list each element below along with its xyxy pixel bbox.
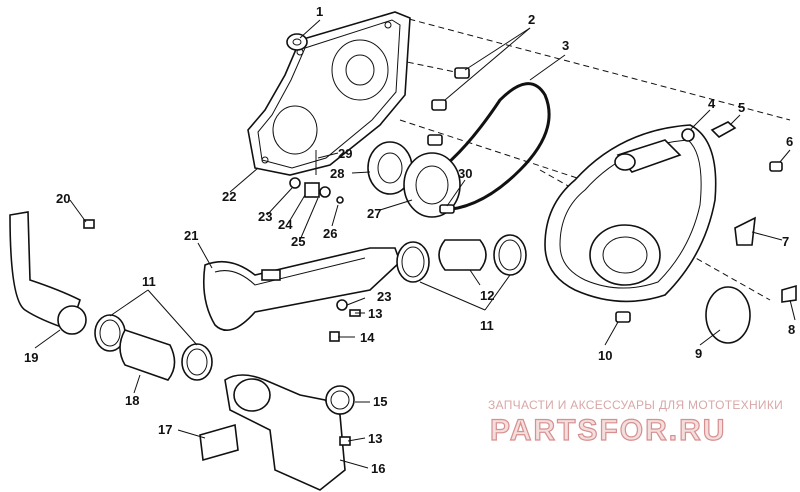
intake-duct-part-21 [202, 247, 401, 332]
label-7: 7 [782, 234, 789, 249]
label-2: 2 [528, 12, 535, 27]
label-17: 17 [158, 422, 172, 437]
label-6: 6 [786, 134, 793, 149]
watermark: ЗАПЧАСТИ И АКСЕССУАРЫ ДЛЯ МОТОТЕХНИКИ PA… [488, 398, 783, 448]
inner-cover-plate [247, 11, 411, 176]
label-25: 25 [291, 234, 305, 249]
left-duct-part-19 [9, 211, 95, 335]
lower-box-duct-part-16 [224, 374, 351, 491]
label-29: 29 [338, 146, 352, 161]
label-11-lower: 11 [142, 274, 156, 289]
label-9: 9 [695, 346, 702, 361]
bolts-part-2 [427, 67, 470, 146]
label-10: 10 [598, 348, 612, 363]
label-13-lower: 13 [368, 431, 382, 446]
label-3: 3 [562, 38, 569, 53]
label-30: 30 [458, 166, 472, 181]
label-5: 5 [738, 100, 745, 115]
label-19: 19 [24, 350, 38, 365]
label-4: 4 [708, 96, 716, 111]
clip-part-5 [710, 121, 737, 138]
label-26: 26 [323, 226, 337, 241]
label-8: 8 [788, 322, 795, 337]
outer-clutch-cover [544, 124, 717, 303]
label-21: 21 [184, 228, 198, 243]
plate-part-8 [781, 284, 797, 303]
clamp-part-15 [325, 385, 355, 415]
label-15: 15 [373, 394, 387, 409]
duct-hardware [329, 299, 361, 342]
washer-part-1 [286, 33, 308, 51]
bolt-part-10 [615, 311, 631, 323]
leader-lines [34, 19, 796, 469]
label-28: 28 [330, 166, 344, 181]
label-20: 20 [56, 191, 70, 206]
label-11-upper: 11 [480, 318, 494, 333]
label-1: 1 [316, 4, 323, 19]
label-14: 14 [360, 330, 375, 345]
label-22: 22 [222, 189, 236, 204]
gasket-disc-part-9 [705, 286, 751, 344]
label-16: 16 [371, 461, 385, 476]
label-13-upper: 13 [368, 306, 382, 321]
small-hardware [289, 150, 344, 204]
label-27: 27 [367, 206, 381, 221]
label-part-7 [734, 216, 756, 246]
watermark-tagline: ЗАПЧАСТИ И АКСЕССУАРЫ ДЛЯ МОТОТЕХНИКИ [488, 398, 783, 412]
decal-part-17 [199, 423, 239, 462]
watermark-brand: PARTSFOR.RU [490, 414, 726, 447]
lower-clamps-and-tube [94, 314, 213, 381]
label-18: 18 [125, 393, 139, 408]
label-23-lower: 23 [377, 289, 391, 304]
label-24: 24 [278, 217, 293, 232]
callout-labels: 1 2 3 4 5 6 7 8 9 10 11 11 12 13 13 14 1… [24, 4, 795, 476]
label-12: 12 [480, 288, 494, 303]
bearing-flange-part-27 [403, 152, 461, 218]
label-23-upper: 23 [258, 209, 272, 224]
bolt-part-6 [769, 161, 783, 172]
upper-clamps-and-tube [396, 234, 527, 283]
